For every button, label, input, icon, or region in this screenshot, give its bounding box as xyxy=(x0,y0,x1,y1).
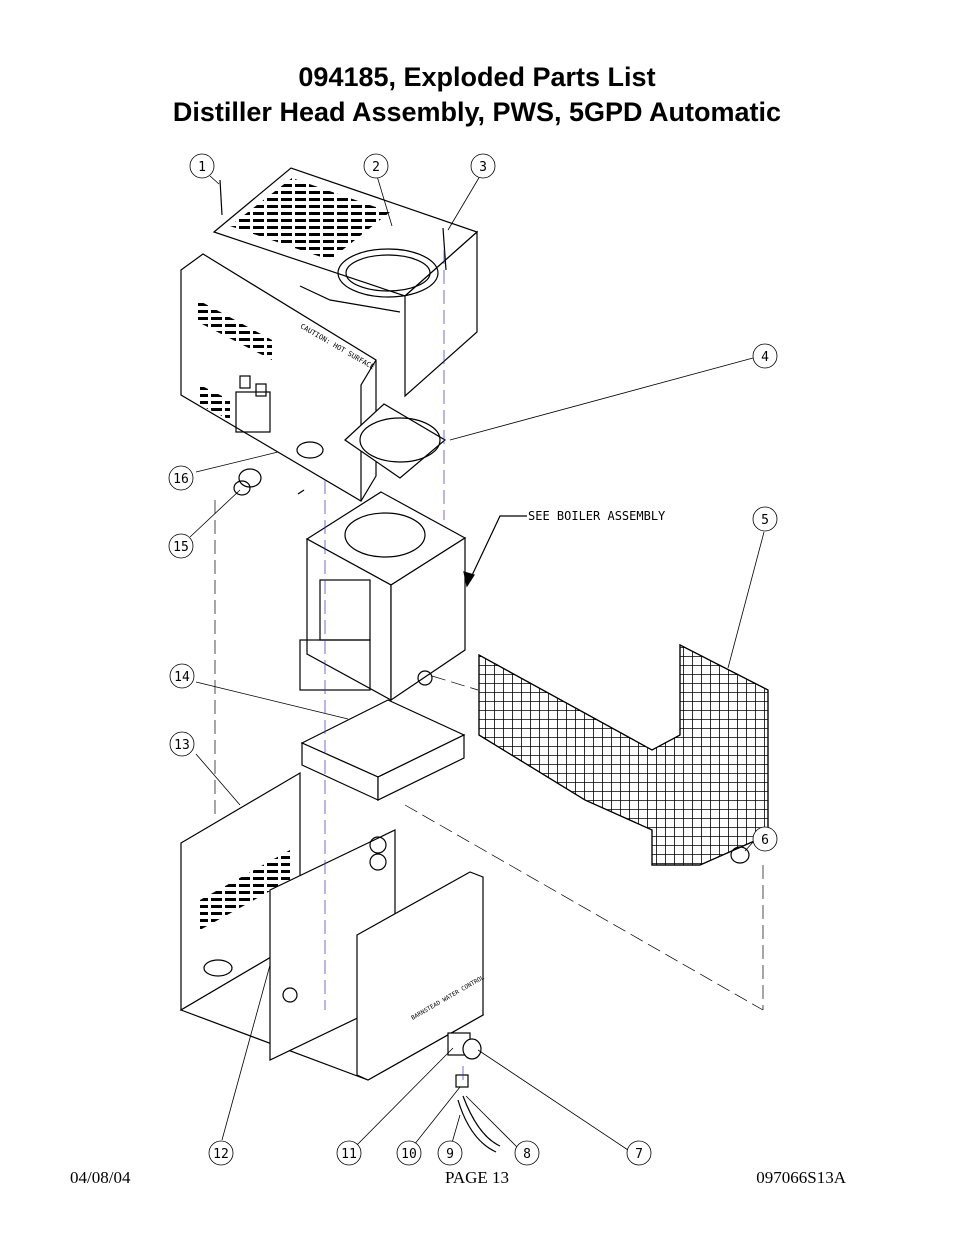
mesh-shroud-part xyxy=(478,644,769,866)
svg-text:10: 10 xyxy=(401,1147,417,1162)
callout-9: 9 xyxy=(437,1140,463,1166)
svg-text:14: 14 xyxy=(174,670,190,685)
boiler-block-part xyxy=(299,491,467,702)
svg-text:7: 7 xyxy=(635,1147,643,1162)
callout-6: 6 xyxy=(752,826,778,852)
page-title-line-1: 094185, Exploded Parts List xyxy=(298,62,656,92)
footer-date: 04/08/04 xyxy=(70,1168,131,1187)
callout-13: 13 xyxy=(169,731,195,757)
side-panel-part: CAUTION: HOT SURFACE xyxy=(180,253,377,502)
callout-11: 11 xyxy=(336,1140,362,1166)
footer-page-number: PAGE 13 xyxy=(444,1168,510,1187)
svg-text:1: 1 xyxy=(198,160,206,175)
svg-text:12: 12 xyxy=(213,1147,229,1162)
callout-4: 4 xyxy=(752,343,778,369)
callout-10: 10 xyxy=(396,1140,422,1166)
svg-text:8: 8 xyxy=(523,1147,531,1162)
callout-5: 5 xyxy=(752,506,778,532)
svg-text:9: 9 xyxy=(446,1147,454,1162)
insulation-pad-part xyxy=(300,699,466,801)
callout-leaders xyxy=(189,175,765,1151)
small-parts xyxy=(219,179,750,1153)
callout-1: 1 xyxy=(189,153,215,179)
gasket-part xyxy=(344,403,447,479)
svg-text:3: 3 xyxy=(479,160,487,175)
callout-2: 2 xyxy=(363,153,389,179)
svg-text:5: 5 xyxy=(761,513,769,528)
svg-text:13: 13 xyxy=(174,738,190,753)
svg-text:15: 15 xyxy=(173,540,189,555)
callout-14: 14 xyxy=(169,663,195,689)
page-title-line-2: Distiller Head Assembly, PWS, 5GPD Autom… xyxy=(172,97,782,127)
svg-text:11: 11 xyxy=(341,1147,357,1162)
boiler-assembly-note: SEE BOILER ASSEMBLY xyxy=(528,509,666,523)
base-enclosure-part: BARNSTEAD WATER CONTROL xyxy=(179,771,486,1081)
svg-text:2: 2 xyxy=(372,160,380,175)
callout-3: 3 xyxy=(470,153,496,179)
callout-16: 16 xyxy=(168,465,194,491)
callout-15: 15 xyxy=(168,533,194,559)
svg-text:6: 6 xyxy=(761,833,769,848)
callout-balloons: 1 2 3 4 5 6 7 8 9 10 11 12 13 14 15 16 xyxy=(168,153,778,1166)
assembly-lines xyxy=(214,250,764,1080)
callout-8: 8 xyxy=(514,1140,540,1166)
svg-text:4: 4 xyxy=(761,350,769,365)
callout-12: 12 xyxy=(208,1140,234,1166)
svg-text:16: 16 xyxy=(173,472,189,487)
callout-7: 7 xyxy=(626,1140,652,1166)
annotation-leader xyxy=(463,515,527,588)
top-cover-part xyxy=(212,167,479,398)
footer-document-number: 097066S13A xyxy=(756,1168,846,1187)
